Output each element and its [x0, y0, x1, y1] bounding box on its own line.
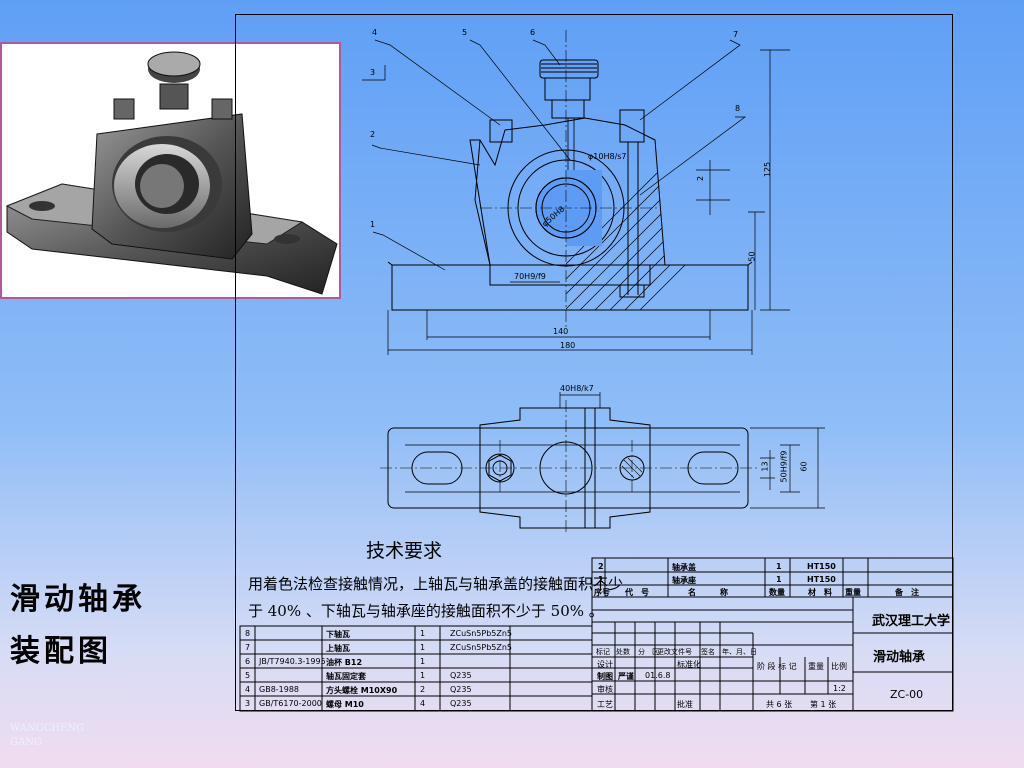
part-code: JB/T7940.3-1995 — [259, 657, 326, 666]
part-code: GB8-1988 — [259, 685, 300, 694]
part-no: 5 — [245, 671, 251, 680]
part-qty: 1 — [420, 671, 426, 680]
balloon-4: 4 — [372, 28, 378, 37]
rev-col: 年、月、日 — [722, 648, 757, 656]
part-mat: Q235 — [450, 685, 472, 694]
part-name: 油杯 B12 — [326, 658, 363, 667]
pr-mat-2: HT150 — [807, 562, 836, 571]
tb-date: 01.6.8 — [645, 671, 671, 680]
tb-number: ZC-00 — [890, 688, 924, 701]
dim-50: 50 — [747, 251, 757, 262]
pr-no-1: 1 — [598, 575, 604, 584]
part-mat: ZCuSn5Pb5Zn5 — [450, 629, 513, 638]
rev-col: 分 区 — [638, 648, 659, 656]
dim-125: 125 — [763, 161, 773, 178]
ph-mat: 材 料 — [808, 588, 832, 597]
tb-drawer: 严谨 — [618, 672, 634, 681]
fit-phi10: φ10H8/s7 — [588, 152, 627, 161]
dim-60: 60 — [799, 461, 809, 472]
dim-2: 2 — [696, 175, 706, 182]
rev-col: 更改文件号 — [657, 648, 692, 656]
tech-line-2: 于 40% 、下轴瓦与轴承座的接触面积不少于 50% 。 — [248, 602, 604, 620]
tb-stage: 阶 段 标 记 — [757, 662, 797, 671]
rev-col: 处数 — [616, 648, 630, 656]
part-mat: Q235 — [450, 699, 472, 708]
ph-code: 代 号 — [625, 588, 649, 597]
tb-process: 工艺 — [597, 700, 613, 709]
part-qty: 1 — [420, 629, 426, 638]
pr-name-1: 轴承座 — [672, 576, 696, 585]
fit-70: 70H9/f9 — [514, 272, 546, 281]
watermark: WANGCHENGGANG — [10, 723, 85, 748]
part-name: 下轴瓦 — [326, 630, 350, 639]
ph-qty: 数量 — [769, 588, 785, 597]
tb-check: 审核 — [597, 685, 613, 694]
part-no: 4 — [245, 685, 251, 694]
tech-line-1: 用着色法检查接触情况，上轴瓦与轴承盖的接触面积不少 — [248, 575, 624, 593]
rev-col: 标记 — [596, 648, 610, 656]
tb-design: 设计 — [597, 660, 613, 669]
ph-name: 名 称 — [688, 588, 728, 597]
ph-note: 备 注 — [895, 588, 919, 597]
tb-scale-label: 比例 — [831, 662, 847, 671]
balloon-2: 2 — [370, 130, 376, 139]
balloon-8: 8 — [735, 104, 741, 113]
tb-school: 武汉理工大学 — [872, 614, 951, 629]
part-no: 7 — [245, 643, 251, 652]
dim-140: 140 — [553, 327, 569, 336]
tb-sheets: 共 6 张 — [766, 700, 793, 709]
balloon-7: 7 — [733, 30, 739, 39]
tb-weight: 重量 — [808, 662, 824, 671]
part-name: 方头螺栓 M10X90 — [326, 686, 398, 695]
tb-approve: 批准 — [677, 700, 693, 709]
part-no: 8 — [245, 629, 251, 638]
balloon-6: 6 — [530, 28, 536, 37]
part-qty: 4 — [420, 699, 426, 708]
side-title-line1: 滑动轴承 — [10, 582, 146, 617]
ph-weight: 重量 — [845, 588, 861, 597]
pr-name-2: 轴承盖 — [672, 563, 696, 572]
balloon-1: 1 — [370, 220, 376, 229]
tb-standard: 标准化 — [677, 660, 701, 669]
part-name: 螺母 M10 — [326, 700, 364, 709]
part-code: GB/T6170-2000 — [259, 699, 322, 708]
tb-drawn: 制图 — [597, 672, 613, 681]
bearing-photo — [0, 42, 341, 299]
rev-col: 签名 — [701, 648, 715, 656]
dim-13: 13 — [760, 461, 770, 472]
fit-40: 40H8/k7 — [560, 384, 594, 393]
dim-180: 180 — [560, 341, 576, 350]
part-no: 3 — [245, 699, 251, 708]
tech-title: 技术要求 — [366, 540, 443, 562]
side-title-line2: 装配图 — [10, 634, 112, 669]
tb-drawing: 滑动轴承 — [873, 650, 926, 665]
part-mat: ZCuSn5Pb5Zn5 — [450, 643, 513, 652]
part-no: 6 — [245, 657, 251, 666]
tb-scale: 1:2 — [833, 684, 846, 693]
bearing-photo-illustration — [5, 51, 338, 295]
pr-qty-2: 1 — [776, 562, 782, 571]
part-name: 轴瓦固定套 — [326, 672, 366, 681]
pr-mat-1: HT150 — [807, 575, 836, 584]
part-qty: 1 — [420, 643, 426, 652]
tb-sheet-no: 第 1 张 — [810, 700, 837, 709]
part-qty: 1 — [420, 657, 426, 666]
pr-qty-1: 1 — [776, 575, 782, 584]
balloon-5: 5 — [462, 28, 468, 37]
part-qty: 2 — [420, 685, 426, 694]
part-mat: Q235 — [450, 671, 472, 680]
part-name: 上轴瓦 — [326, 644, 350, 653]
ph-no: 序号 — [594, 588, 610, 597]
fit-50: 50H9/f9 — [779, 450, 789, 483]
pr-no-2: 2 — [598, 562, 604, 571]
balloon-3: 3 — [370, 68, 376, 77]
